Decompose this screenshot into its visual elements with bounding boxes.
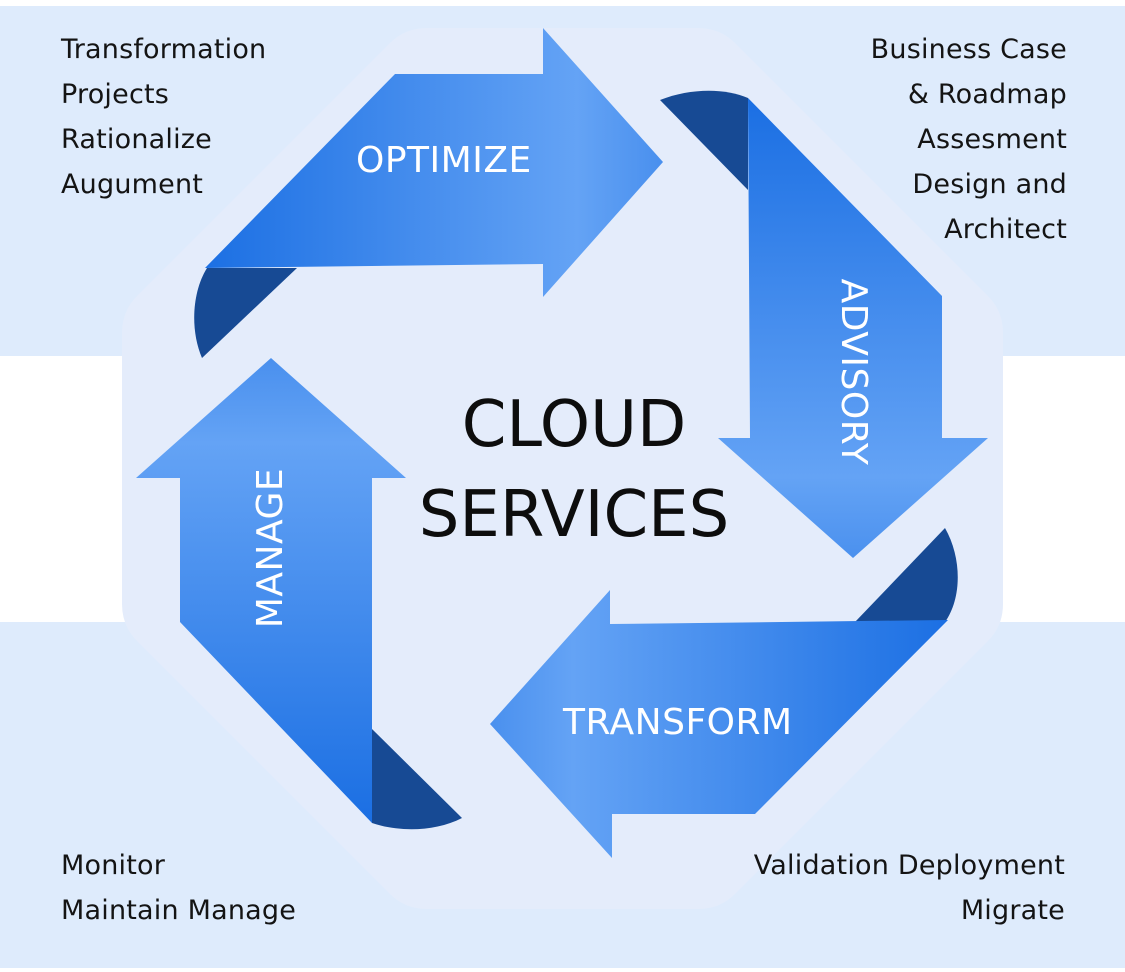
note-line: Augument [61, 169, 204, 200]
center-title: CLOUD SERVICES [374, 380, 774, 560]
note-line: Rationalize [61, 124, 212, 155]
note-line: Design and [912, 169, 1067, 200]
advisory-fold [660, 90, 748, 190]
top-right-notes: Business Case & Roadmap Assesment Design… [871, 27, 1067, 252]
note-line: Projects [61, 79, 170, 110]
center-title-line: SERVICES [418, 478, 730, 552]
note-line: Assesment [917, 124, 1067, 155]
advisory-label: ADVISORY [833, 278, 874, 466]
note-line: Migrate [960, 895, 1065, 926]
transform-fold [855, 528, 958, 622]
manage-label: MANAGE [250, 467, 291, 629]
optimize-label: OPTIMIZE [356, 140, 532, 181]
transform-arrow [490, 590, 948, 858]
note-line: Maintain Manage [61, 895, 297, 926]
bottom-right-notes: Validation Deployment Migrate [754, 843, 1065, 933]
note-line: Business Case [870, 34, 1067, 65]
manage-fold [372, 729, 462, 830]
optimize-fold [194, 268, 297, 358]
transform-label: TRANSFORM [563, 702, 793, 743]
manage-arrow [136, 358, 406, 823]
note-line: Transformation [61, 34, 267, 65]
note-line: Monitor [61, 850, 166, 881]
top-left-notes: Transformation Projects Rationalize Augu… [61, 27, 266, 207]
advisory-arrow [718, 98, 988, 558]
note-line: Architect [944, 214, 1067, 245]
center-title-line: CLOUD [461, 388, 687, 462]
optimize-arrow [205, 28, 663, 297]
note-line: Validation Deployment [753, 850, 1065, 881]
note-line: & Roadmap [907, 79, 1067, 110]
bottom-left-notes: Monitor Maintain Manage [61, 843, 296, 933]
